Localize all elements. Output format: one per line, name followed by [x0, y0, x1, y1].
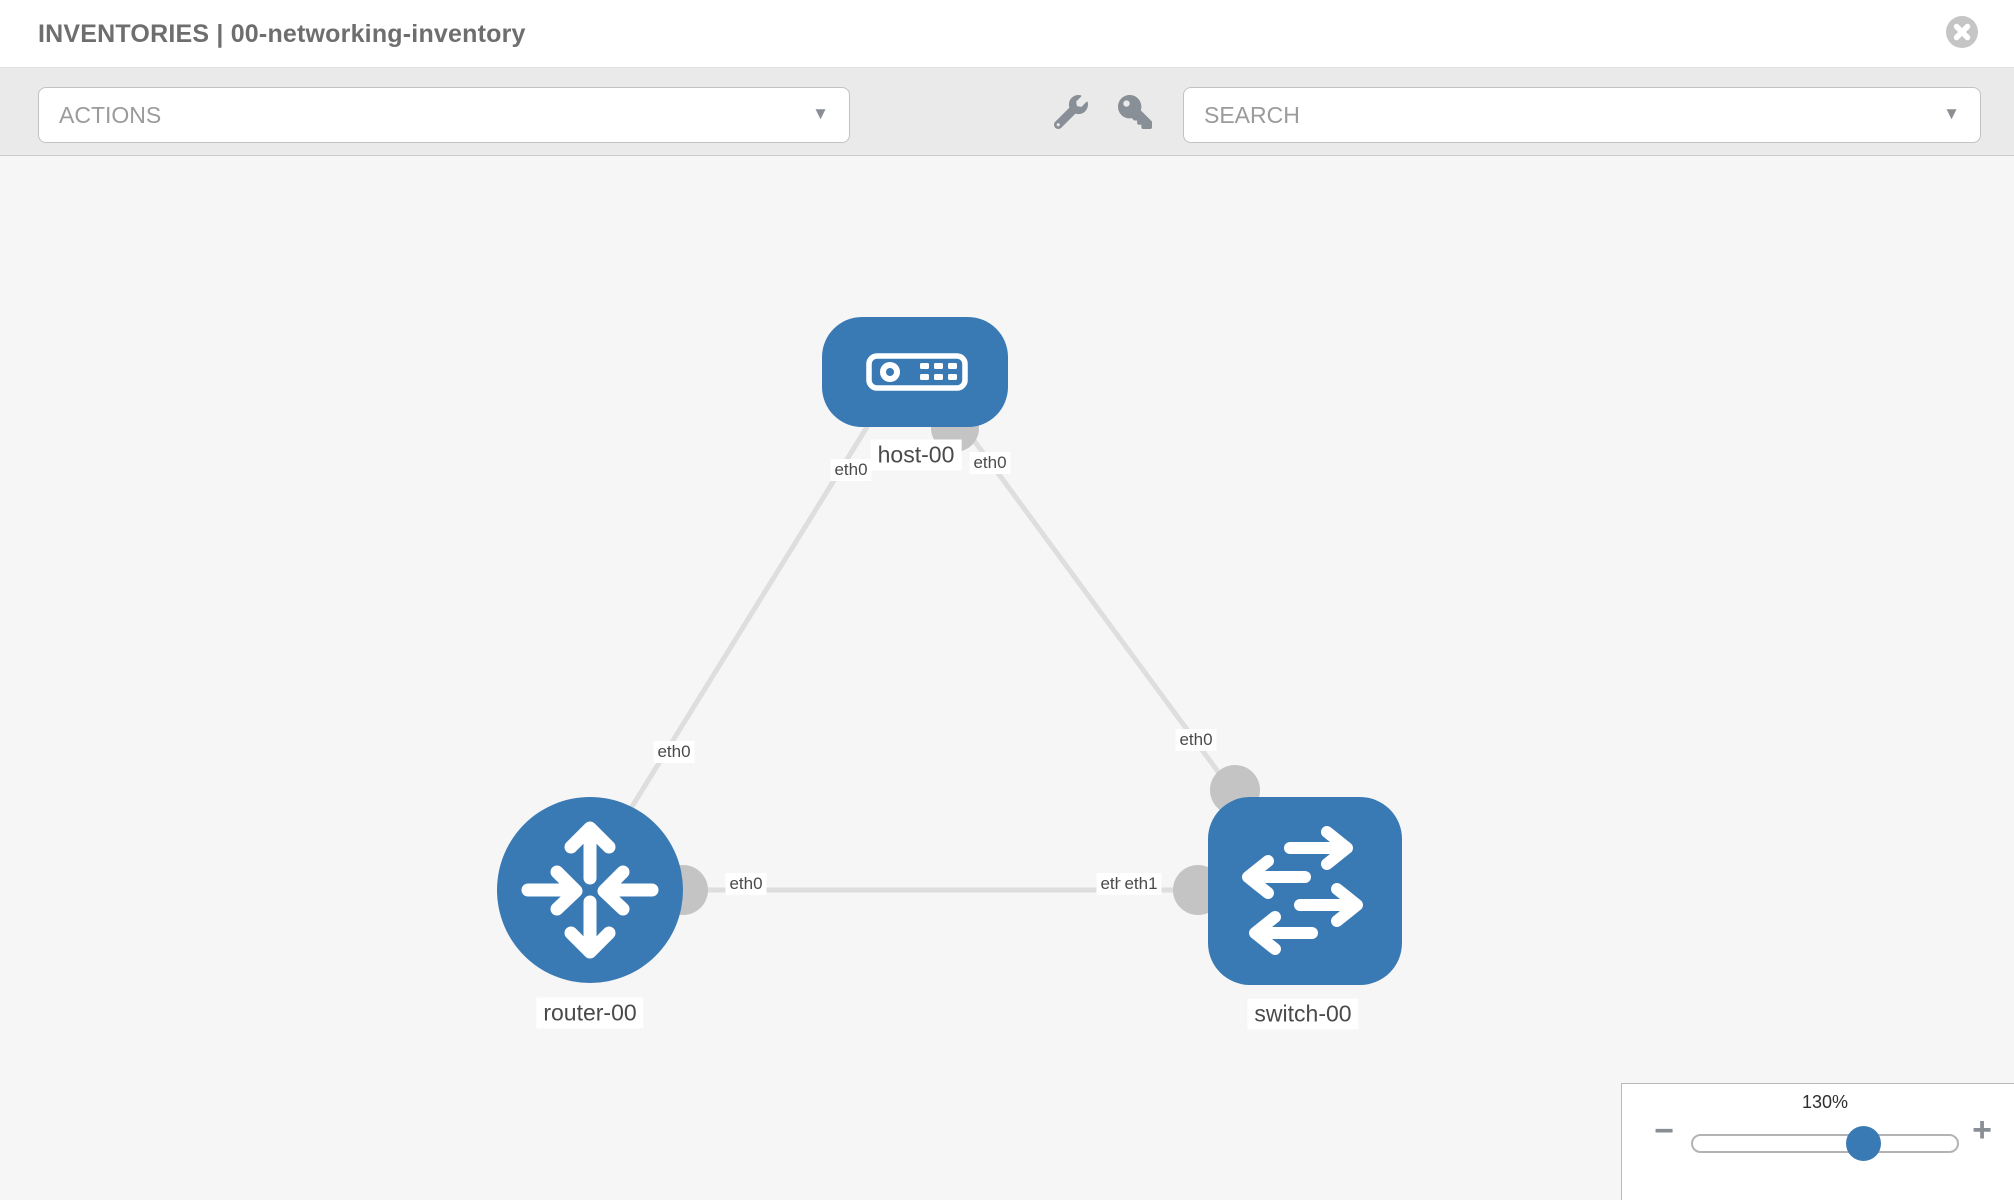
- if-label: eth0: [830, 459, 872, 481]
- node-label-router: router-00: [536, 997, 644, 1029]
- node-label-switch: switch-00: [1247, 998, 1359, 1030]
- search-dropdown-label: SEARCH: [1204, 102, 1300, 128]
- topology-canvas[interactable]: eth0 eth0 eth0 eth0 eth0 eth0 eth1 host-…: [0, 156, 2014, 1200]
- titlebar: INVENTORIES | 00-networking-inventory: [0, 0, 2014, 68]
- if-label: eth0: [969, 452, 1011, 474]
- node-switch-00[interactable]: [1208, 797, 1402, 985]
- chevron-down-icon: ▼: [812, 104, 829, 123]
- key-icon: [1118, 95, 1152, 129]
- zoom-out-button[interactable]: −: [1654, 1112, 1674, 1150]
- zoom-in-button[interactable]: +: [1972, 1111, 1992, 1149]
- zoom-level-value: 130%: [1801, 1092, 1849, 1112]
- wrench-icon: [1054, 95, 1088, 129]
- chevron-down-icon: ▼: [1943, 104, 1960, 123]
- node-router-00[interactable]: [497, 797, 683, 983]
- if-label: eth1: [1120, 873, 1162, 895]
- configure-tools-button[interactable]: [1040, 81, 1102, 143]
- if-label: eth0: [653, 741, 695, 763]
- interface-circles: [658, 404, 1260, 915]
- zoom-panel: 130% − +: [1621, 1083, 2014, 1200]
- close-icon: [1953, 23, 1971, 41]
- actions-dropdown[interactable]: ACTIONS ▼: [38, 87, 850, 143]
- credentials-button[interactable]: [1104, 81, 1166, 143]
- search-dropdown[interactable]: SEARCH ▼: [1183, 87, 1981, 143]
- close-button[interactable]: [1946, 16, 1978, 48]
- links: [617, 404, 1250, 893]
- page-title: INVENTORIES | 00-networking-inventory: [38, 20, 526, 48]
- zoom-slider-thumb[interactable]: [1846, 1126, 1881, 1161]
- router-icon: [521, 821, 659, 959]
- topology-graph: [497, 317, 1402, 985]
- if-label: eth0: [725, 873, 767, 895]
- zoom-slider-track[interactable]: [1691, 1134, 1959, 1153]
- node-host-00[interactable]: [822, 317, 1008, 427]
- node-label-host: host-00: [870, 439, 962, 471]
- switch-icon: [1242, 826, 1363, 955]
- if-label: eth0: [1175, 729, 1217, 751]
- actions-dropdown-label: ACTIONS: [59, 102, 162, 128]
- host-icon: [866, 353, 968, 391]
- toolbar: ACTIONS ▼ SEARCH ▼: [0, 68, 2014, 156]
